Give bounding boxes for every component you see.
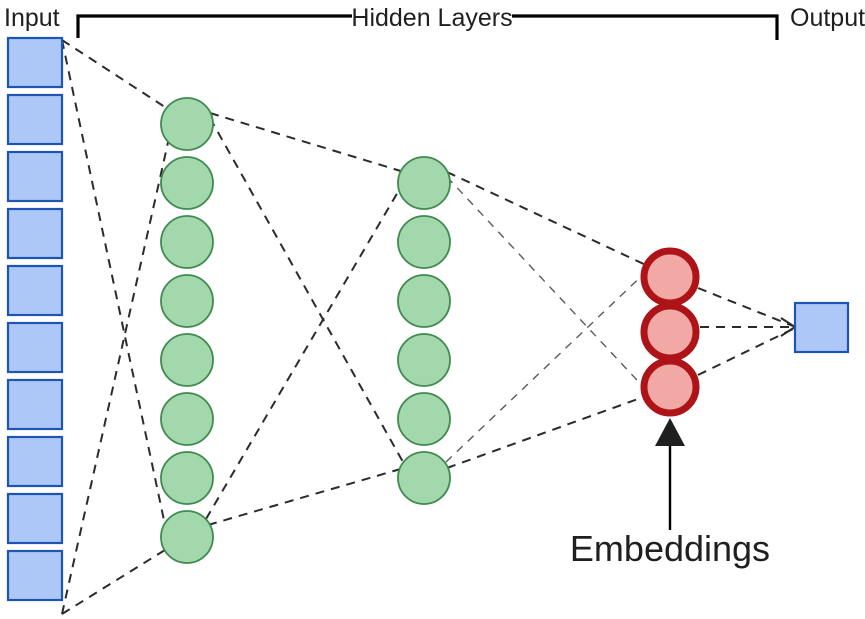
connection-line <box>61 137 170 615</box>
input-node <box>6 435 64 488</box>
connections-embeddings-to-output <box>697 287 797 376</box>
hidden-1-node <box>160 510 214 564</box>
hidden-1-node <box>160 156 214 210</box>
input-node <box>6 549 64 602</box>
input-node <box>6 207 64 260</box>
embeddings-callout: Embeddings <box>570 418 770 569</box>
hidden-2-node <box>397 333 451 387</box>
hidden-1-node <box>160 274 214 328</box>
hidden-layers-bracket <box>76 14 779 40</box>
connections-hidden1-to-hidden2 <box>205 112 406 526</box>
connection-line <box>697 287 794 327</box>
hidden-2-node <box>397 274 451 328</box>
output-layer <box>793 301 850 354</box>
embeddings-label: Embeddings <box>570 528 770 569</box>
embedding-layer <box>640 247 700 417</box>
input-node <box>6 150 64 203</box>
input-layer <box>6 36 64 602</box>
output-label: Output <box>790 4 865 32</box>
connection-line <box>446 394 650 469</box>
hidden-1-node <box>160 215 214 269</box>
embeddings-node <box>640 357 700 417</box>
hidden-2-node <box>397 451 451 505</box>
hidden-1-node <box>160 333 214 387</box>
hidden-2-node <box>397 215 451 269</box>
connection-line <box>446 176 651 395</box>
connection-line <box>209 117 404 463</box>
connection-line <box>61 39 166 526</box>
connection-line <box>61 544 174 615</box>
connection-line <box>445 267 651 463</box>
connection-line <box>209 112 405 173</box>
embeddings-node <box>640 302 700 362</box>
hidden-layer-2 <box>397 156 451 505</box>
connection-line <box>697 328 794 376</box>
input-node <box>6 492 64 545</box>
hidden-2-node <box>397 392 451 446</box>
hidden-1-node <box>160 392 214 446</box>
hidden-layers-label: Hidden Layers <box>351 4 512 32</box>
input-node <box>6 264 64 317</box>
hidden-1-node <box>160 97 214 151</box>
output-node <box>793 301 850 354</box>
connections-hidden2-to-embeddings <box>445 171 651 469</box>
connections-input-to-hidden1 <box>61 39 174 615</box>
hidden-layer-1 <box>160 97 214 564</box>
input-node <box>6 378 64 431</box>
connection-line <box>205 179 406 520</box>
input-node <box>6 321 64 374</box>
connection-line <box>446 171 649 267</box>
hidden-1-node <box>160 451 214 505</box>
bracket-right-tick <box>512 14 779 40</box>
input-node <box>6 93 64 146</box>
embeddings-arrow-head <box>655 418 685 446</box>
embeddings-node <box>640 247 700 307</box>
connection-line <box>207 467 405 526</box>
bracket-left-tick <box>76 14 352 38</box>
input-label: Input <box>4 4 60 32</box>
hidden-2-node <box>397 156 451 210</box>
input-node <box>6 36 64 89</box>
connection-line <box>61 39 172 112</box>
